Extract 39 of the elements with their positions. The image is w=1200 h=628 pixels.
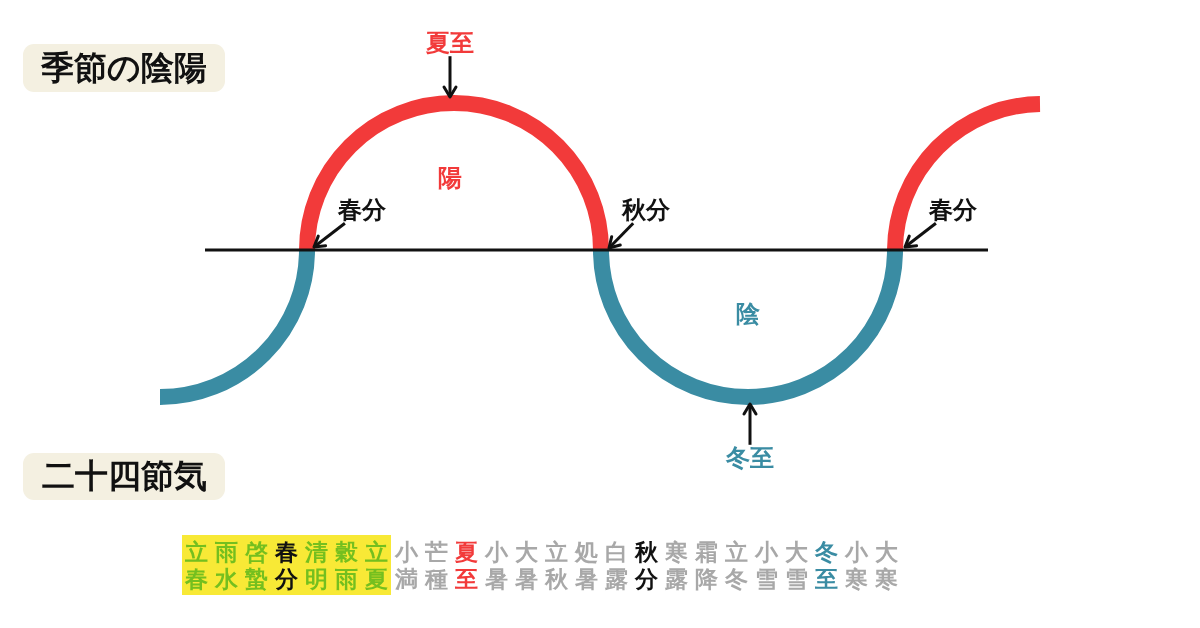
term-label: 芒種 [424,538,449,593]
term-label: 大暑 [514,538,539,593]
term-label: 小雪 [754,538,779,593]
term-label: 小満 [394,538,419,593]
term-label: 小寒 [844,538,869,593]
term-label: 清明 [304,538,329,593]
term-label: 秋分 [634,538,659,593]
term-label: 霜降 [694,538,719,593]
callout-label: 春分 [338,196,386,224]
callout-label: 春分 [929,196,977,224]
callout-label: 冬至 [726,444,774,472]
heading-box: 二十四節気 [23,453,225,500]
term-label: 春分 [274,538,299,593]
term-label: 夏至 [454,538,479,593]
term-label: 立春 [184,538,209,593]
term-label: 立秋 [544,538,569,593]
term-label: 寒露 [664,538,689,593]
arrow [742,402,758,445]
arrow [312,222,346,249]
term-label: 白露 [604,538,629,593]
term-label: 処暑 [574,538,599,593]
term-label: 穀雨 [334,538,359,593]
term-label: 大寒 [874,538,899,593]
arrow [903,222,937,249]
term-label: 大雪 [784,538,809,593]
arrow [607,222,635,250]
arrow [442,56,458,99]
callout-label: 秋分 [622,196,670,224]
term-label: 小暑 [484,538,509,593]
highlight-band [182,535,391,595]
term-label: 冬至 [814,538,839,593]
term-label: 立冬 [724,538,749,593]
term-label: 啓蟄 [244,538,269,593]
region-label: 陰 [736,300,760,328]
term-label: 立夏 [364,538,389,593]
callout-label: 夏至 [426,29,474,57]
heading-box: 季節の陰陽 [23,44,225,92]
region-label: 陽 [438,164,462,192]
term-label: 雨水 [214,538,239,593]
